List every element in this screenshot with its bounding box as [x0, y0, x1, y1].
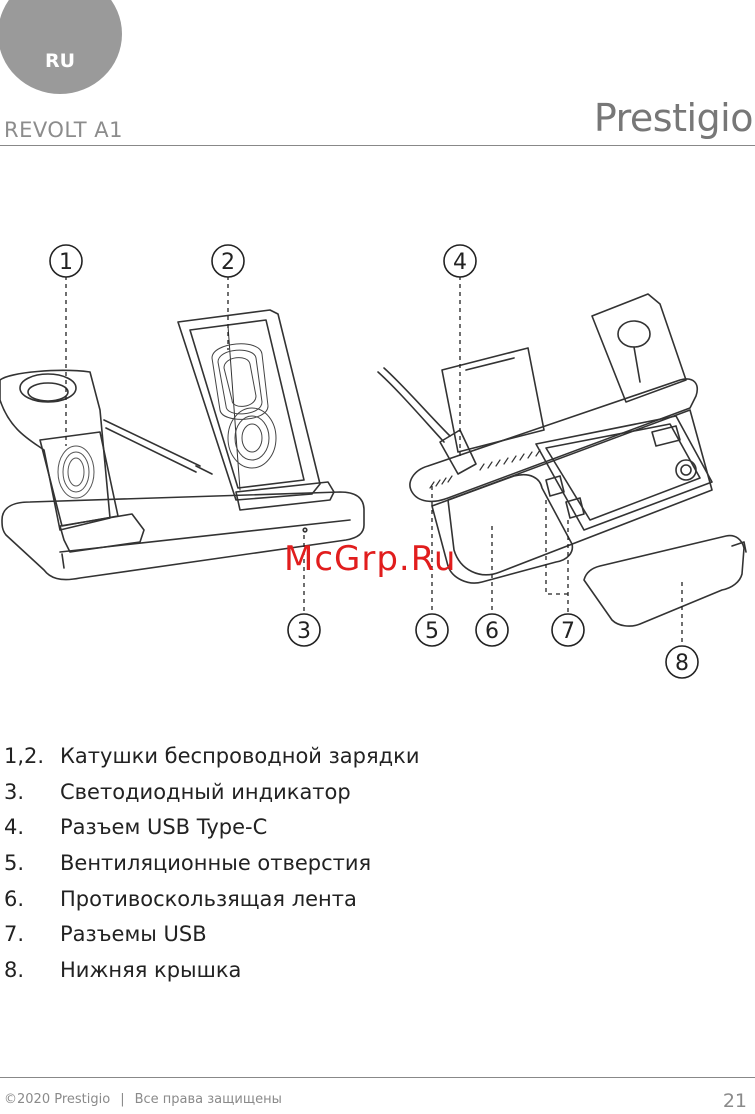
copyright: ©2020 Prestigio: [4, 1092, 110, 1107]
legend-number: 8.: [4, 958, 60, 994]
callout-5-label: 5: [425, 619, 439, 644]
watermark: McGrp.Ru: [284, 539, 456, 579]
legend-text: Противоскользящая лента: [60, 887, 357, 923]
legend-item: 3. Светодиодный индикатор: [4, 780, 419, 816]
legend-item: 6. Противоскользящая лента: [4, 887, 419, 923]
footer-divider: [0, 1077, 755, 1078]
language-badge-label: RU: [0, 50, 122, 72]
callout-4-label: 4: [453, 250, 467, 275]
legend-number: 1,2.: [4, 744, 60, 780]
legend-text: Нижняя крышка: [60, 958, 241, 994]
legend-number: 6.: [4, 887, 60, 923]
callout-1-label: 1: [59, 250, 73, 275]
legend-item: 1,2. Катушки беспроводной зарядки: [4, 744, 419, 780]
callout-2-label: 2: [221, 250, 235, 275]
callout-6-label: 6: [485, 619, 499, 644]
legend-text: Светодиодный индикатор: [60, 780, 351, 816]
callout-8-label: 8: [675, 651, 689, 676]
page-number: 21: [723, 1090, 747, 1112]
legend-text: Вентиляционные отверстия: [60, 851, 371, 887]
legend-number: 4.: [4, 815, 60, 851]
legend-text: Разъемы USB: [60, 922, 207, 958]
language-badge: RU: [0, 0, 122, 94]
legend-number: 7.: [4, 922, 60, 958]
rights-notice: Все права защищены: [135, 1092, 282, 1107]
legend-item: 5. Вентиляционные отверстия: [4, 851, 419, 887]
callout-7-label: 7: [561, 619, 575, 644]
legend-item: 4. Разъем USB Type-C: [4, 815, 419, 851]
legend-item: 7. Разъемы USB: [4, 922, 419, 958]
footer: ©2020 Prestigio | Все права защищены: [4, 1092, 282, 1107]
legend-text: Разъем USB Type-C: [60, 815, 267, 851]
product-diagram: 1 2 3 4 5 6 7 8: [0, 230, 755, 690]
brand-logo: Prestigio: [594, 96, 753, 140]
legend-number: 5.: [4, 851, 60, 887]
parts-legend: 1,2. Катушки беспроводной зарядки 3. Све…: [4, 744, 419, 994]
callout-3-label: 3: [297, 619, 311, 644]
legend-text: Катушки беспроводной зарядки: [60, 744, 419, 780]
model-name: REVOLT A1: [4, 118, 123, 142]
legend-item: 8. Нижняя крышка: [4, 958, 419, 994]
legend-number: 3.: [4, 780, 60, 816]
header-divider: [0, 145, 755, 146]
footer-separator: |: [120, 1092, 124, 1107]
